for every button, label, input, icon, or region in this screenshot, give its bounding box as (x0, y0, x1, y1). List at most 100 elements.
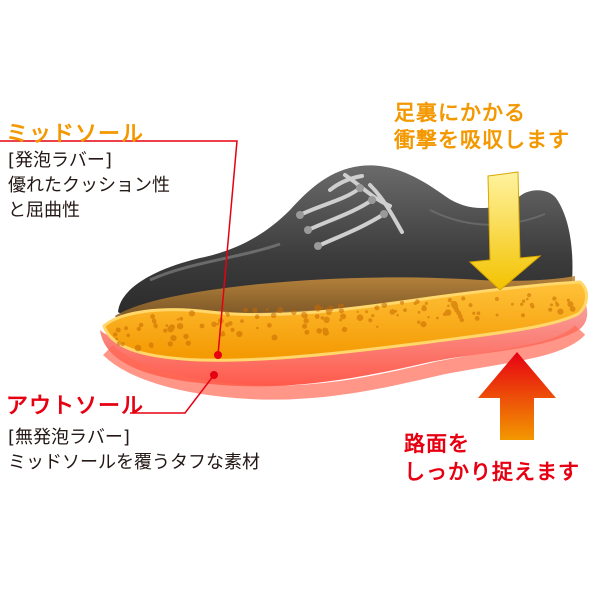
foam-bubble (169, 324, 175, 331)
foam-bubble (304, 329, 310, 335)
foam-bubble (265, 308, 269, 311)
midsole-desc-line2: 優れたクッション性 (8, 175, 170, 196)
foam-bubble (301, 312, 308, 319)
foam-bubble (339, 318, 343, 322)
foam-bubble (271, 334, 278, 341)
foam-bubble (341, 314, 346, 319)
shock-caption-line2: 衝撃を吸収します (394, 128, 570, 152)
foam-bubble (569, 306, 576, 312)
midsole-title: ミッドソール (6, 122, 145, 147)
foam-bubble (399, 300, 405, 305)
grip-caption-line1: 路面を (404, 432, 470, 456)
foam-bubble (302, 323, 308, 329)
foam-bubble (138, 322, 144, 328)
foam-bubble (338, 308, 344, 314)
foam-bubble (228, 321, 233, 326)
midsole (102, 280, 588, 362)
foam-bubble (176, 323, 184, 330)
foam-bubble (381, 302, 388, 309)
foam-bubble (476, 311, 481, 316)
foam-bubble (566, 298, 571, 302)
foam-bubble (444, 309, 452, 316)
foam-bubble (151, 316, 155, 320)
foam-bubble (120, 342, 125, 347)
foam-bubble (371, 314, 375, 318)
foam-bubble (557, 308, 564, 315)
foam-bubble (323, 316, 330, 323)
foam-bubble (291, 309, 297, 316)
foam-bubble (436, 316, 439, 320)
foam-bubble (185, 340, 191, 346)
foam-bubble (314, 314, 320, 319)
foam-bubble (267, 322, 272, 328)
foam-bubble (555, 302, 560, 307)
foam-bubble (569, 303, 573, 307)
foam-bubble (216, 322, 219, 326)
foam-bubble (325, 328, 329, 332)
foam-bubble (153, 321, 157, 324)
foam-bubble (417, 310, 421, 314)
foam-bubble (236, 330, 243, 338)
foam-bubble (115, 337, 119, 341)
foam-bubble (356, 310, 359, 314)
foam-bubble (424, 301, 428, 305)
foam-bubble (230, 327, 235, 332)
foam-bubble (199, 323, 205, 329)
midsole-desc-line1: [発泡ラバー] (8, 150, 112, 171)
foam-bubble (472, 311, 476, 315)
foam-bubble (149, 344, 154, 349)
outsole-description: [無発泡ラバー] ミッドソールを覆うタフな素材 (8, 425, 260, 475)
foam-bubble (163, 328, 168, 333)
foam-bubble (376, 325, 379, 328)
foam-bubble (459, 317, 464, 323)
foam-bubble (154, 325, 158, 329)
grip-arrow-icon (478, 352, 556, 440)
foam-bubble (165, 324, 169, 327)
foam-bubble (454, 308, 460, 313)
outsole-desc-line1: [無発泡ラバー] (8, 427, 130, 448)
foam-bubble (552, 296, 557, 301)
foam-bubble (179, 316, 184, 321)
foam-bubble (365, 310, 369, 314)
foam-bubble (115, 327, 121, 333)
grip-caption-line2: しっかり捉えます (404, 460, 580, 484)
foam-bubble (322, 329, 329, 336)
foam-bubble (468, 303, 473, 308)
foam-bubble (320, 306, 324, 310)
grip-caption: 路面を しっかり捉えます (404, 430, 580, 486)
foam-bubble (170, 335, 177, 342)
foam-bubble (188, 310, 195, 317)
foam-bubble (136, 326, 141, 332)
foam-bubble (256, 326, 259, 330)
shock-caption-line1: 足裏にかかる (394, 101, 526, 125)
outsole-marker (210, 371, 218, 379)
foam-bubble (270, 312, 277, 319)
outsole-title: アウトソール (6, 394, 145, 419)
foam-bubble (254, 314, 260, 320)
midsole-description: [発泡ラバー] 優れたクッション性 と屈曲性 (8, 148, 170, 223)
foam-bubble (447, 304, 450, 308)
foam-bubble (421, 305, 427, 312)
foam-bubble (458, 314, 463, 319)
foam-bubble (530, 304, 535, 309)
foam-bubble (550, 303, 553, 307)
foam-bubble (277, 307, 284, 314)
foam-bubble (112, 332, 118, 337)
foam-bubble (461, 296, 466, 301)
foam-bubble (526, 297, 529, 301)
midsole-marker (214, 351, 222, 359)
foam-bubble (511, 302, 514, 306)
foam-bubble (211, 321, 217, 327)
foam-bubble (520, 302, 524, 306)
foam-bubble (474, 316, 480, 321)
foam-bubble (126, 333, 131, 338)
foam-bubble (303, 318, 309, 324)
foam-bubble (413, 301, 417, 305)
foam-bubble (447, 298, 453, 303)
foam-bubble (167, 341, 173, 347)
foam-bubble (548, 307, 553, 312)
midsole-desc-line3: と屈曲性 (8, 200, 80, 221)
foam-bubble (176, 318, 180, 321)
shock-caption: 足裏にかかる 衝撃を吸収します (394, 100, 570, 154)
